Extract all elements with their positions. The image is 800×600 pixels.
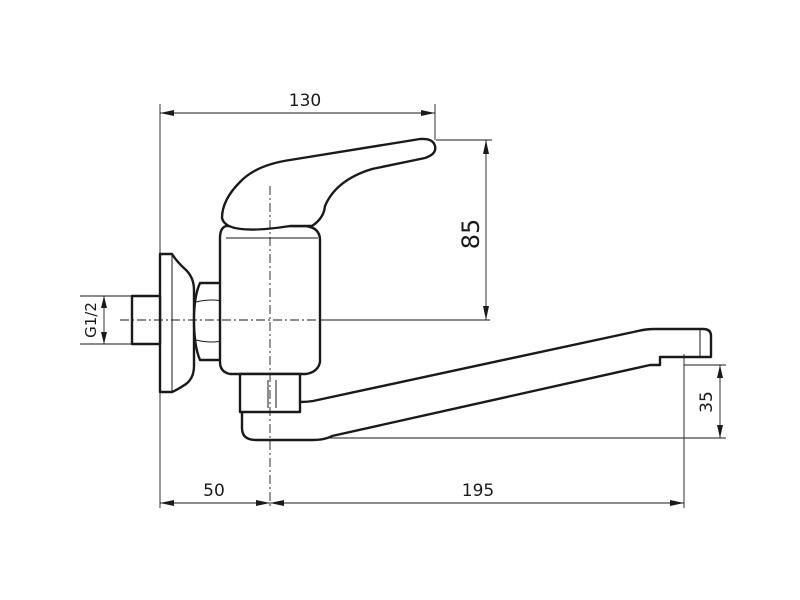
- dimension-label: 35: [697, 391, 717, 413]
- wall-flange: [158, 252, 196, 394]
- extension-lines: [80, 104, 726, 508]
- dimension-label: 195: [462, 481, 494, 501]
- dimension-spout-reach: 195: [270, 481, 684, 506]
- arrow-right: [670, 500, 684, 506]
- arrow-bottom: [717, 425, 723, 438]
- arrow-left: [160, 110, 174, 116]
- dimension-label: 50: [203, 481, 225, 501]
- arrow-right: [421, 110, 435, 116]
- dimension-label: 130: [289, 91, 321, 111]
- arrow-top: [717, 365, 723, 378]
- dimension-spout-drop: 35: [697, 365, 723, 438]
- dimension-overall-width: 130: [160, 91, 435, 116]
- arrow-top: [483, 140, 489, 154]
- dimension-wall-offset: 50: [160, 481, 270, 506]
- arrow-top: [101, 296, 107, 308]
- arrow-bottom: [101, 332, 107, 344]
- arrow-right: [256, 500, 270, 506]
- spout: [240, 327, 713, 442]
- dimension-label: 85: [457, 219, 485, 250]
- dimension-label: G1/2: [82, 302, 100, 338]
- dimension-height: 85: [457, 140, 489, 320]
- arrow-left: [160, 500, 174, 506]
- faucet-outline: [130, 137, 713, 442]
- dimension-thread: G1/2: [82, 296, 107, 344]
- arrow-bottom: [483, 306, 489, 320]
- lever-handle: [220, 137, 437, 231]
- arrow-left: [270, 500, 284, 506]
